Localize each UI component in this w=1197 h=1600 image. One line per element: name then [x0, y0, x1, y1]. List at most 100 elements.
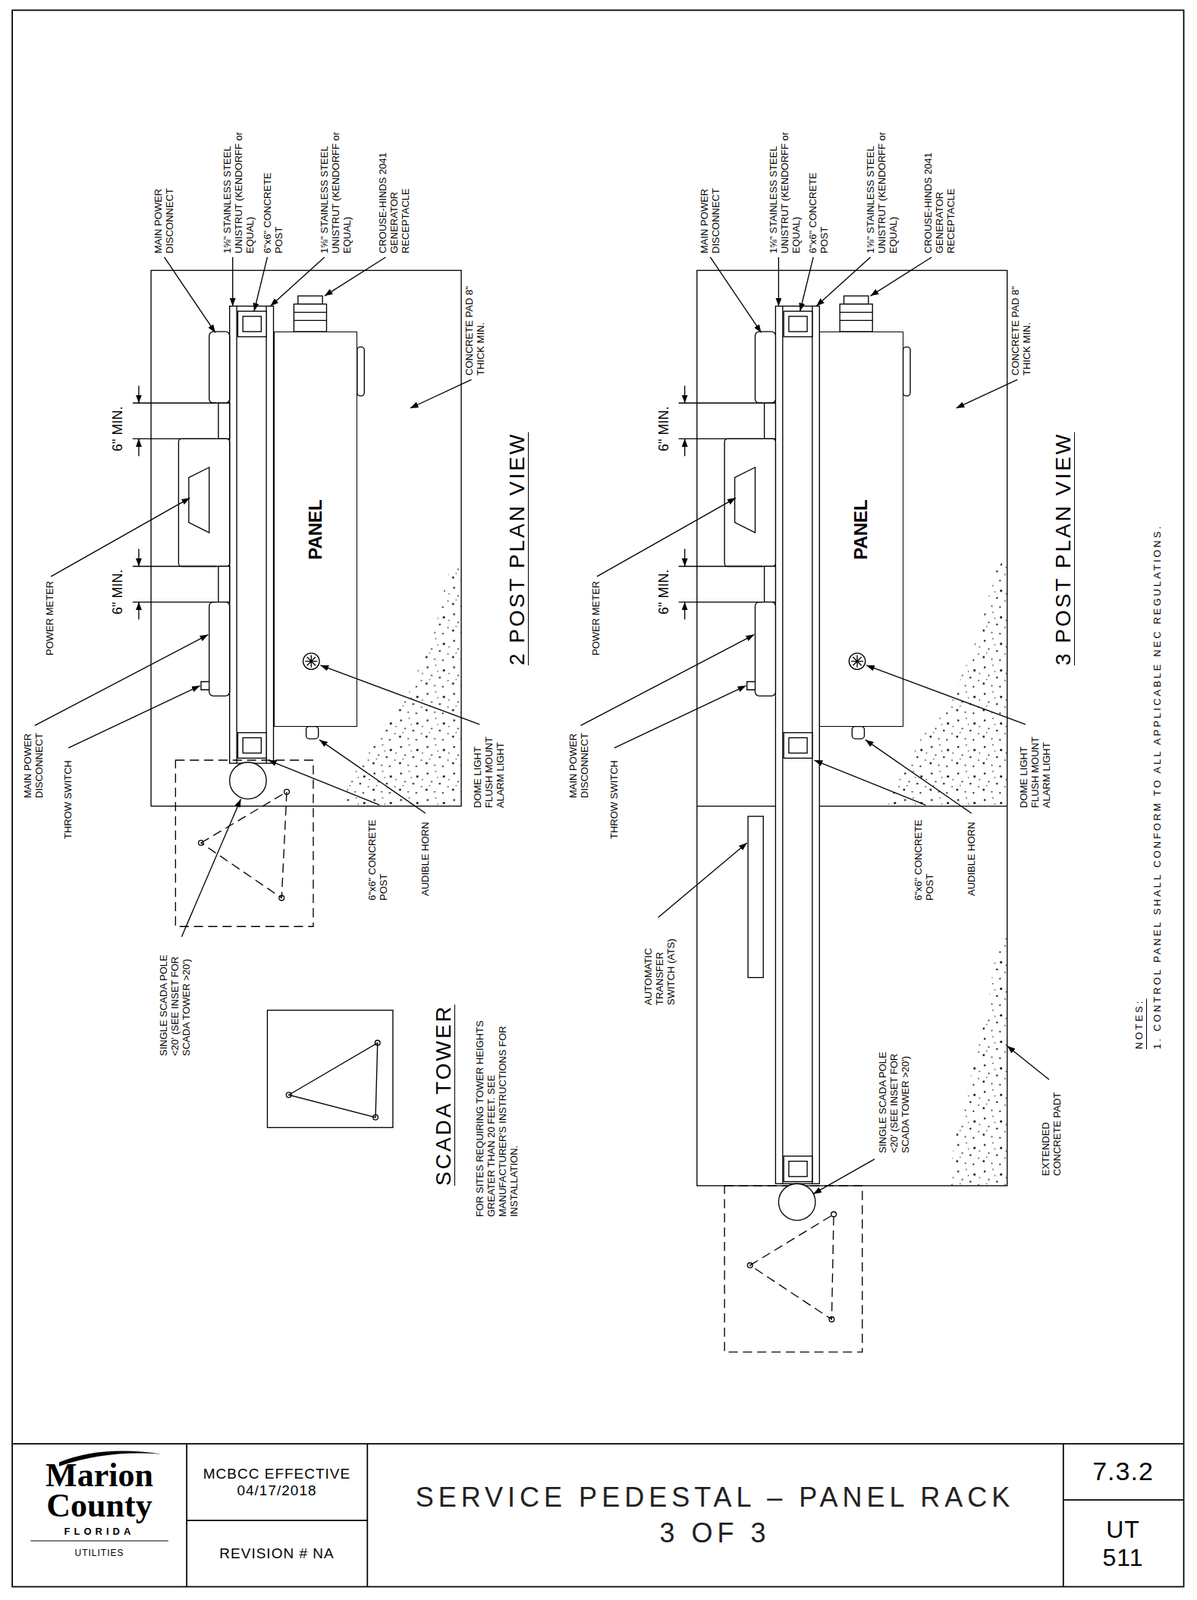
logo-text: FLORIDA	[12, 1525, 187, 1537]
stipple	[342, 556, 462, 807]
callout-label: POWER METER	[590, 580, 603, 655]
title-block-cell: 7.3.2	[1062, 1443, 1184, 1500]
sheet-border	[186, 1519, 368, 1521]
callout-label: SINGLE SCADA POLE <20' (SEE INSET FOR SC…	[877, 1037, 912, 1154]
panel-label: PANEL	[304, 499, 327, 560]
callout-label: 1⅝" STAINLESS STEEL UNISTRUT (KENDORFF o…	[865, 120, 900, 254]
scada-pole	[201, 791, 287, 899]
scada-pole	[778, 1183, 815, 1220]
stipple	[342, 556, 1008, 1186]
callout-label: 6"x6" CONCRETE POST	[262, 162, 286, 254]
callout-label: AUTOMATIC TRANSFER SWITCH (ATS)	[643, 921, 678, 1006]
scada-pole	[747, 1262, 753, 1268]
scada-pole	[229, 762, 267, 799]
callout-label: 1⅝" STAINLESS STEEL UNISTRUT (KENDORFF o…	[768, 120, 803, 254]
scada-pole	[181, 798, 241, 937]
callout-label: 1. CONTROL PANEL SHALL CONFORM TO ALL AP…	[1152, 524, 1164, 1050]
stipple	[948, 933, 1008, 1186]
scada-pole	[813, 1159, 875, 1194]
scada-pole	[279, 895, 285, 901]
pedestal-3-post	[580, 257, 1026, 814]
sheet-border	[12, 9, 1184, 1587]
scada-pole	[198, 840, 205, 846]
scada-tower-inset	[267, 1010, 393, 1128]
view-title: SCADA TOWER	[431, 1004, 456, 1186]
callout-label: 1⅝" STAINLESS STEEL UNISTRUT (KENDORFF o…	[319, 120, 354, 254]
callout-label: AUDIBLE HORN	[420, 822, 432, 897]
scada-pole	[175, 760, 1050, 1352]
sheet-border	[1063, 1498, 1185, 1501]
sheet-border	[12, 1442, 1184, 1445]
scada-tower-inset	[267, 1010, 393, 1128]
scada-pole	[831, 1211, 837, 1217]
sheet-border	[1062, 1443, 1065, 1587]
title-block-cell: MCBCC EFFECTIVE 04/17/2018	[186, 1443, 368, 1521]
scada-pole	[284, 788, 290, 795]
unistrut-rack	[235, 306, 237, 764]
unistrut-rack	[783, 1156, 813, 1182]
callout-label: FOR SITES REQUIRING TOWER HEIGHTS GREATE…	[474, 1004, 521, 1217]
concrete-pad	[150, 270, 1008, 1185]
cell-text: REVISION # NA	[219, 1545, 334, 1562]
cell-text: UT 511	[1096, 1515, 1151, 1572]
callout-label: 6" MIN.	[109, 405, 126, 451]
stipple	[887, 556, 1007, 807]
scada-tower-inset	[373, 1114, 379, 1120]
callout-label: 6"x6" CONCRETE POST	[367, 809, 390, 901]
scada-pole	[1007, 1046, 1050, 1080]
scada-tower-inset	[285, 1092, 292, 1098]
callout-label: 6"x6" CONCRETE POST	[913, 809, 937, 901]
callout-label: 1⅝" STAINLESS STEEL UNISTRUT (KENDORFF o…	[222, 120, 257, 254]
scada-pole	[175, 760, 314, 927]
unistrut-rack	[229, 306, 274, 764]
sheet-border	[366, 1443, 368, 1587]
control-panel: PANEL	[273, 331, 358, 727]
sheet-border	[185, 1443, 188, 1587]
callout-label: CROUSE-HINDS 2041 GENERATOR RECEPTACLE	[377, 143, 412, 254]
drawing-title: SERVICE PEDESTAL – PANEL RACK 3 OF 3	[405, 1479, 1025, 1552]
callout-label: DOME LIGHT FLUSH MOUNT ALARM LIGHT	[1018, 728, 1053, 808]
callout-label: THROW SWITCH	[609, 760, 621, 839]
sheet-border	[12, 9, 1184, 1587]
logo-text: Marion County	[12, 1460, 187, 1521]
panel-label: PANEL	[850, 499, 872, 560]
title-block-cell: UT 511	[1062, 1499, 1184, 1587]
callout-label: 6" MIN.	[656, 405, 673, 451]
callout-label: 6" MIN.	[109, 568, 126, 614]
unistrut-rack	[229, 306, 820, 1185]
callout-label: AUDIBLE HORN	[966, 822, 978, 897]
sheet-border	[30, 1539, 169, 1541]
callout-label: CONCRETE PAD 8" THICK MIN.	[464, 285, 487, 376]
view-title: 2 POST PLAN VIEW	[505, 432, 530, 666]
view-title: NOTES:	[1134, 999, 1146, 1050]
scada-pole	[829, 1316, 835, 1323]
callout-label: DOME LIGHT FLUSH MOUNT ALARM LIGHT	[472, 728, 507, 808]
unistrut-rack	[788, 1161, 808, 1177]
view-title: 3 POST PLAN VIEW	[1051, 432, 1076, 666]
logo-cell: Marion CountyFLORIDA UTILITIES	[12, 1443, 187, 1587]
scada-tower-inset	[289, 1043, 378, 1118]
scada-tower-inset	[374, 1039, 381, 1046]
callout-label: MAIN POWER DISCONNECT	[153, 177, 176, 254]
callout-label: MAIN POWER DISCONNECT	[699, 177, 723, 254]
logo-text: UTILITIES	[12, 1547, 187, 1559]
callout-label: SINGLE SCADA POLE <20' (SEE INSET FOR SC…	[158, 940, 193, 1056]
unistrut-rack	[747, 816, 764, 978]
pedestal-2-post	[34, 257, 481, 814]
callout-label: 6" MIN.	[656, 568, 673, 614]
callout-label: MAIN POWER DISCONNECT	[568, 722, 591, 798]
callout-label: 6"x6" CONCRETE POST	[807, 162, 831, 254]
cell-text: MCBCC EFFECTIVE 04/17/2018	[199, 1465, 356, 1499]
callout-label: MAIN POWER DISCONNECT	[22, 722, 46, 798]
unistrut-rack	[782, 306, 783, 1185]
scada-pole	[658, 842, 748, 918]
callout-label: THROW SWITCH	[62, 760, 75, 839]
callout-label: EXTENDED CONCRETE PADT	[1040, 1080, 1064, 1176]
control-panel: PANEL	[819, 331, 903, 727]
scada-pole	[750, 1214, 834, 1320]
callout-label: POWER METER	[44, 580, 57, 655]
callout-label: CROUSE-HINDS 2041 GENERATOR RECEPTACLE	[923, 143, 958, 254]
callout-label: CONCRETE PAD 8" THICK MIN.	[1010, 285, 1034, 376]
